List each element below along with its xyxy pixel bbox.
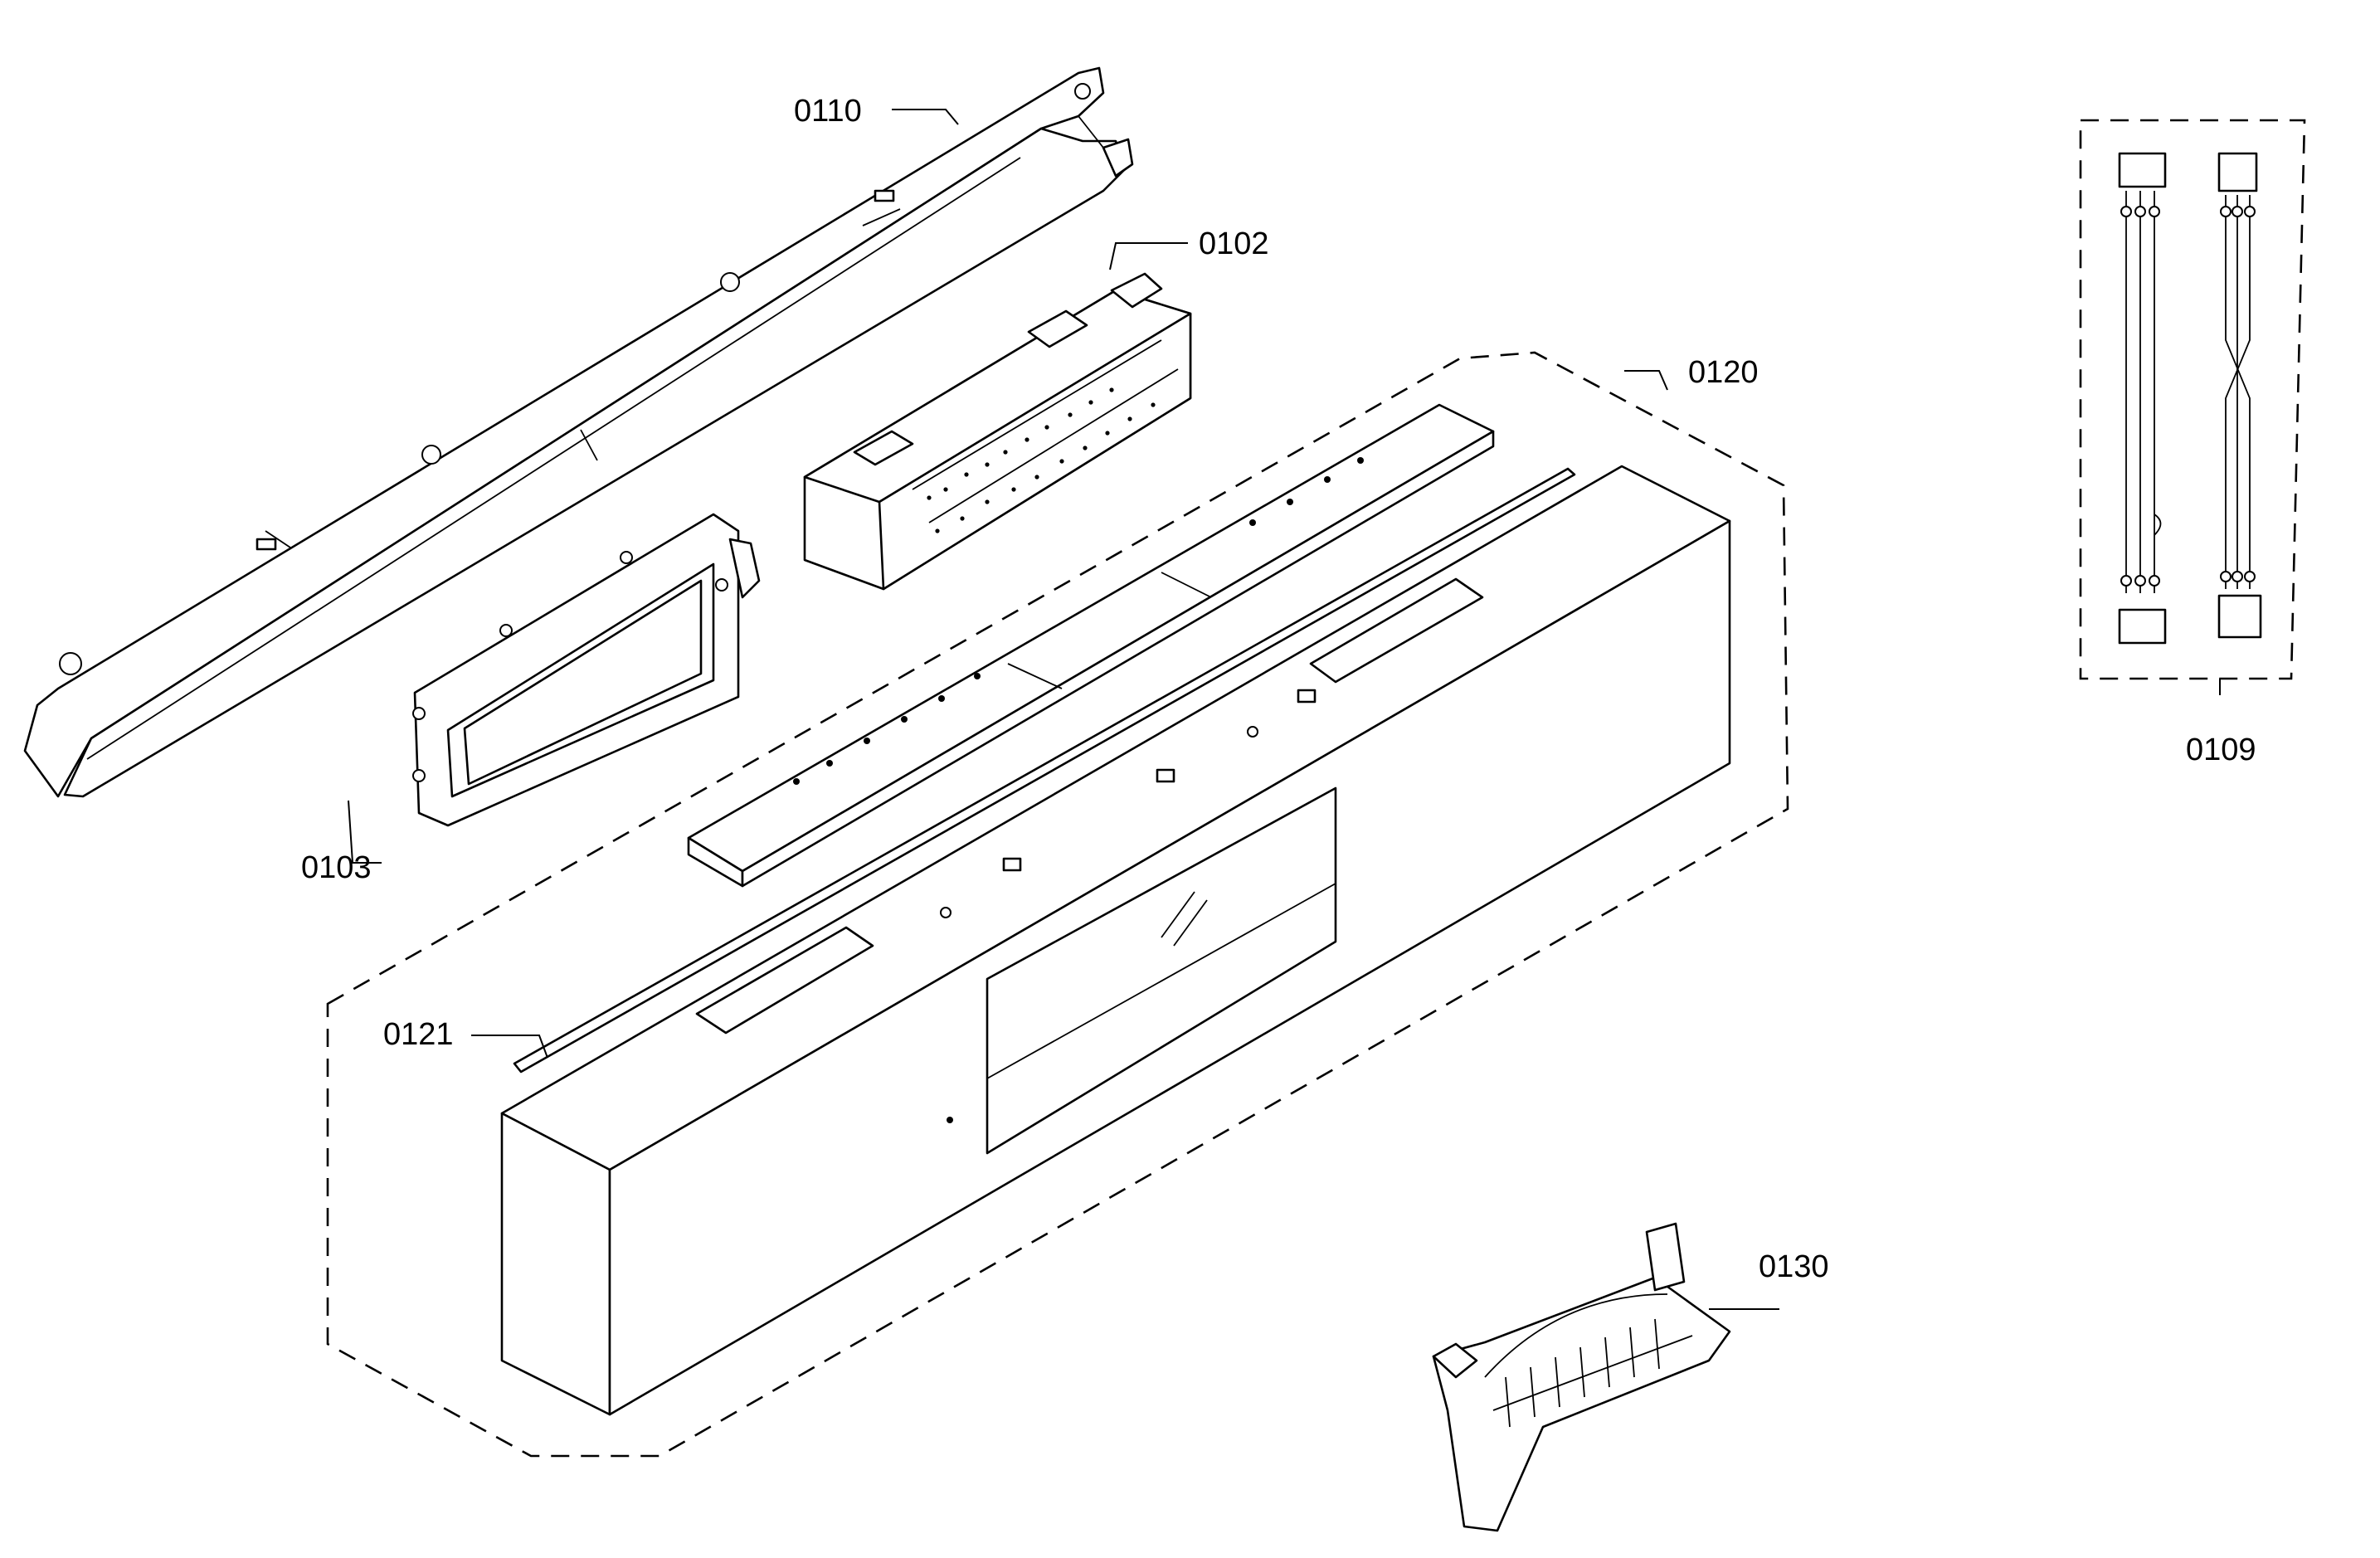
- callout-0102: 0102: [1199, 226, 1269, 261]
- part-0109-harness-right: [2217, 152, 2262, 639]
- callout-0121: 0121: [383, 1017, 454, 1052]
- part-0102-control-module: [803, 272, 1192, 591]
- callout-0103: 0103: [301, 850, 372, 885]
- part-0121-rod: [513, 467, 1576, 1074]
- callout-0110: 0110: [794, 94, 862, 129]
- part-0120-fascia-panel: [500, 465, 1731, 1416]
- group-0109-outline: [2079, 119, 2306, 680]
- part-0120-key-strip: [687, 403, 1495, 888]
- callout-0109: 0109: [2186, 733, 2256, 767]
- part-0130-cable-clip: [1432, 1222, 1731, 1532]
- part-0103-display-module: [412, 513, 761, 827]
- part-0110-rail: [23, 66, 1134, 798]
- group-0120-outline: [326, 351, 1789, 1458]
- part-0109-harness-left: [2118, 152, 2167, 645]
- leader-lines: [348, 109, 2221, 1310]
- callout-0120: 0120: [1688, 355, 1759, 390]
- pcb-components: [927, 387, 1156, 533]
- callout-0130: 0130: [1759, 1249, 1829, 1284]
